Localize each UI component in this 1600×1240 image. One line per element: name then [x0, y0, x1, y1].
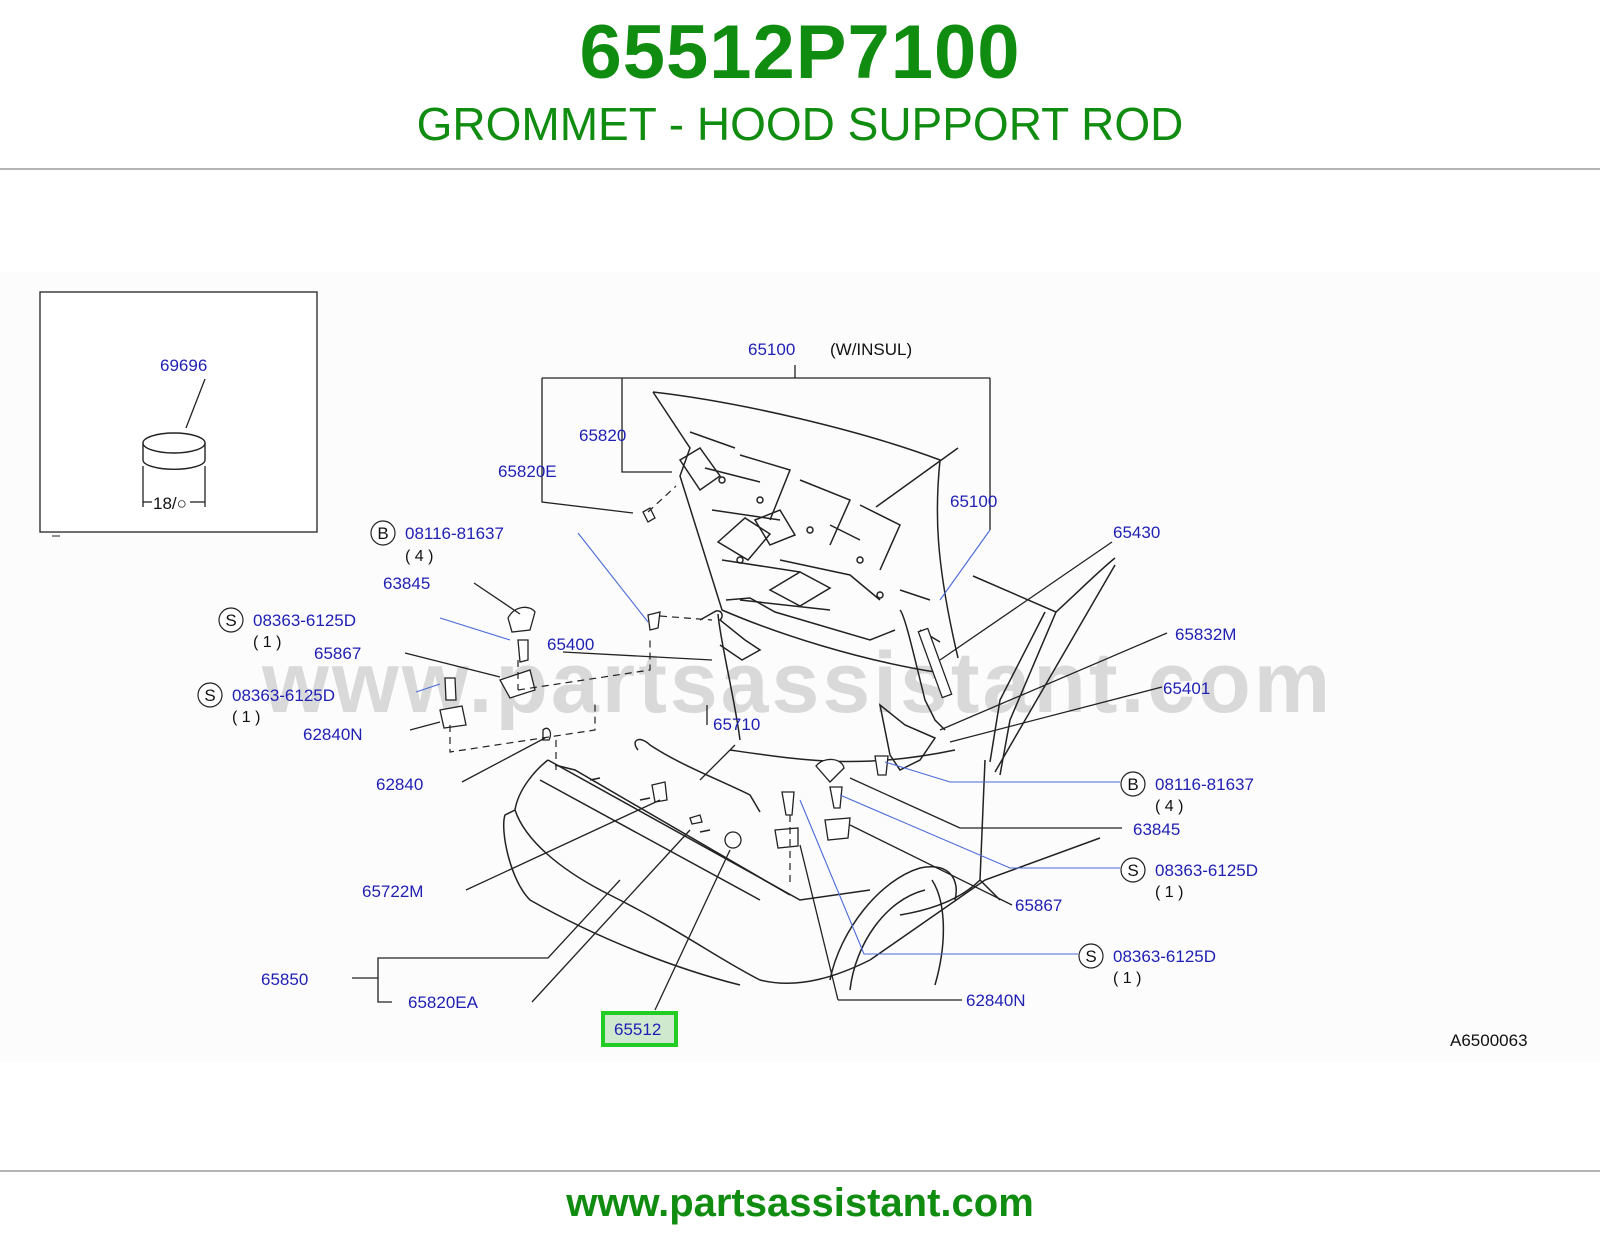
page-header: 65512P7100 GROMMET - HOOD SUPPORT ROD: [0, 0, 1600, 170]
callout-5-part[interactable]: 08363-6125D: [1155, 861, 1258, 880]
dashed-lines: [449, 485, 791, 885]
label-65820ea[interactable]: 65820EA: [408, 993, 479, 1012]
callout-4-qty: ( 4 ): [1155, 798, 1183, 815]
callout-1[interactable]: B 08116-81637 ( 4 ): [370, 520, 504, 565]
label-65430[interactable]: 65430: [1113, 523, 1160, 542]
label-63845-left[interactable]: 63845: [383, 574, 430, 593]
part-labels: 65100 (W/INSUL) 65820 65820E 65100 65430…: [261, 340, 1236, 1012]
label-65100-right[interactable]: 65100: [950, 492, 997, 511]
callout-3-prefix: S: [204, 686, 215, 705]
label-62840n-right[interactable]: 62840N: [966, 991, 1026, 1010]
callout-6-qty: ( 1 ): [1113, 970, 1141, 987]
callout-6-part[interactable]: 08363-6125D: [1113, 947, 1216, 966]
callout-2[interactable]: S 08363-6125D ( 1 ): [218, 607, 356, 651]
callout-5-qty: ( 1 ): [1155, 884, 1183, 901]
label-65401[interactable]: 65401: [1163, 679, 1210, 698]
inset-dimension-label: 18/○: [153, 494, 187, 513]
header-divider: [0, 168, 1600, 170]
diagram-code: A6500063: [1450, 1031, 1528, 1050]
label-65100-top[interactable]: 65100: [748, 340, 795, 359]
blue-leader-lines: [415, 529, 1120, 955]
callout-1-prefix: B: [377, 524, 388, 543]
callout-3-part[interactable]: 08363-6125D: [232, 686, 335, 705]
callout-4-prefix: B: [1127, 775, 1138, 794]
footer-url[interactable]: www.partsassistant.com: [566, 1181, 1034, 1225]
callout-3-qty: ( 1 ): [232, 709, 260, 726]
label-w-insul: (W/INSUL): [830, 340, 912, 359]
label-62840n-left[interactable]: 62840N: [303, 725, 363, 744]
footer-divider: [0, 1170, 1600, 1172]
highlighted-part-65512[interactable]: 65512: [601, 1011, 678, 1047]
label-65832m[interactable]: 65832M: [1175, 625, 1236, 644]
parts-diagram: www.partsassistant.com 69696 18/○: [0, 272, 1600, 1062]
callout-2-prefix: S: [225, 611, 236, 630]
label-65867-left[interactable]: 65867: [314, 644, 361, 663]
label-65400[interactable]: 65400: [547, 635, 594, 654]
label-65722m[interactable]: 65722M: [362, 882, 423, 901]
callout-6[interactable]: S 08363-6125D ( 1 ): [1078, 943, 1216, 987]
label-63845-right[interactable]: 63845: [1133, 820, 1180, 839]
callout-4-part[interactable]: 08116-81637: [1155, 775, 1254, 794]
part-number-title: 65512P7100: [579, 10, 1021, 95]
hood-support-rod-drawing: [634, 597, 953, 813]
label-65820[interactable]: 65820: [579, 426, 626, 445]
inset-box: 69696 18/○: [39, 291, 318, 537]
callout-1-qty: ( 4 ): [405, 548, 433, 565]
label-65820e[interactable]: 65820E: [498, 462, 557, 481]
callout-3[interactable]: S 08363-6125D ( 1 ): [197, 682, 335, 726]
label-65710[interactable]: 65710: [713, 715, 760, 734]
label-65850[interactable]: 65850: [261, 970, 308, 989]
label-62840[interactable]: 62840: [376, 775, 423, 794]
leader-lines: [352, 365, 1168, 1011]
callout-6-prefix: S: [1085, 947, 1096, 966]
grommet-plug-icon: [142, 432, 206, 470]
callout-2-part[interactable]: 08363-6125D: [253, 611, 356, 630]
callout-5-prefix: S: [1127, 861, 1138, 880]
callout-1-part[interactable]: 08116-81637: [405, 524, 504, 543]
watermark-text: www.partsassistant.com: [261, 635, 1333, 731]
highlighted-part-label[interactable]: 65512: [614, 1020, 661, 1039]
car-body-drawing: [503, 447, 1116, 991]
callout-2-qty: ( 1 ): [253, 634, 281, 651]
callout-5[interactable]: S 08363-6125D ( 1 ): [1120, 857, 1258, 901]
part-name-subtitle: GROMMET - HOOD SUPPORT ROD: [416, 98, 1184, 150]
callout-4[interactable]: B 08116-81637 ( 4 ): [1120, 771, 1254, 815]
label-65867-right[interactable]: 65867: [1015, 896, 1062, 915]
inset-part-label[interactable]: 69696: [160, 356, 207, 375]
